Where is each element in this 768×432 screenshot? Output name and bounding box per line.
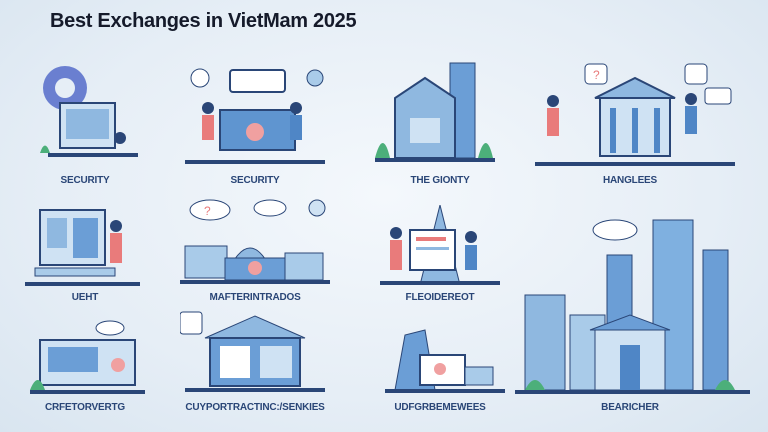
tower-laptop-illustration [385,325,505,395]
people-desk-illustration [180,60,330,170]
tile-label: BEARICHER [601,402,659,413]
tile-label: CRFETORVERTG [44,402,126,413]
tile-label: HANGLEES [603,175,657,186]
page-title: Best Exchanges in VietMam 2025 [50,10,357,32]
building-dome-illustration [370,58,500,168]
tile-label: THE GIONTY [410,175,470,186]
monitor-tower-illustration [380,205,500,285]
bank-building-illustration: ? [535,58,735,168]
tile-label: UDFGRBEMEWEES [394,402,486,413]
tile-label: FLEOIDEREOT [405,292,475,303]
house-screen-illustration [180,308,330,393]
tile-label: MAFTERINTRADOS [209,292,301,303]
tile-label: UEHT [71,292,99,303]
market-dome-illustration: ? [180,198,330,288]
tile-label: SECURITY [230,175,280,186]
svg-text:?: ? [204,204,211,218]
whiteboard-illustration [25,208,145,288]
svg-text:?: ? [593,68,600,82]
tile-label: SECURITY [60,175,110,186]
city-skyline-illustration [515,205,750,395]
laptop-illustration [30,320,150,395]
tile-label: CUYPORTRACTINC:/SENKIES [185,402,325,413]
gear-laptop-illustration [30,58,140,168]
